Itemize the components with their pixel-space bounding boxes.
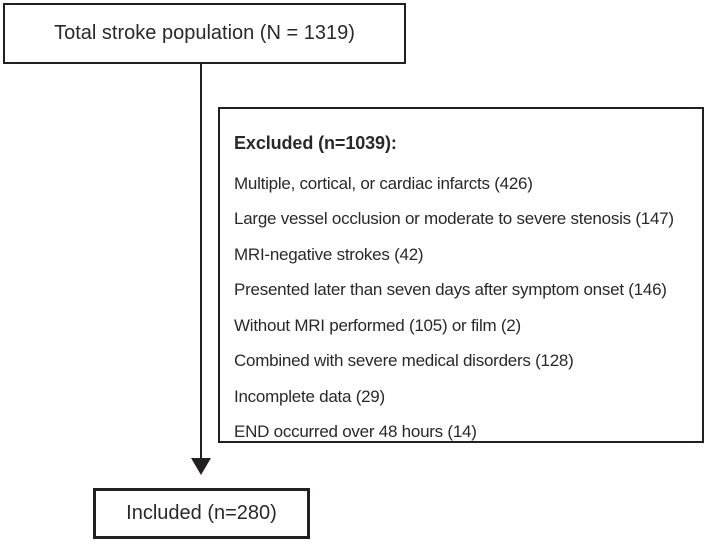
included-label: Included (n=280) [126,502,277,524]
excluded-item: END occurred over 48 hours (14) [234,422,477,441]
excluded-item: Multiple, cortical, or cardiac infarcts … [234,174,533,193]
excluded-item: Without MRI performed (105) or film (2) [234,316,521,335]
excluded-item: Incomplete data (29) [234,387,385,406]
excluded-item: Large vessel occlusion or moderate to se… [234,209,674,228]
total-population-label: Total stroke population (N = 1319) [54,22,355,44]
excluded-item: Combined with severe medical disorders (… [234,351,574,370]
down-arrow-line [200,64,202,459]
excluded-box: Excluded (n=1039): Multiple, cortical, o… [218,107,704,443]
down-arrowhead-icon [191,458,211,475]
excluded-item: Presented later than seven days after sy… [234,280,667,299]
total-population-box: Total stroke population (N = 1319) [3,3,406,64]
excluded-item: MRI-negative strokes (42) [234,245,424,264]
excluded-heading: Excluded (n=1039): [234,133,397,153]
included-box: Included (n=280) [93,488,310,539]
